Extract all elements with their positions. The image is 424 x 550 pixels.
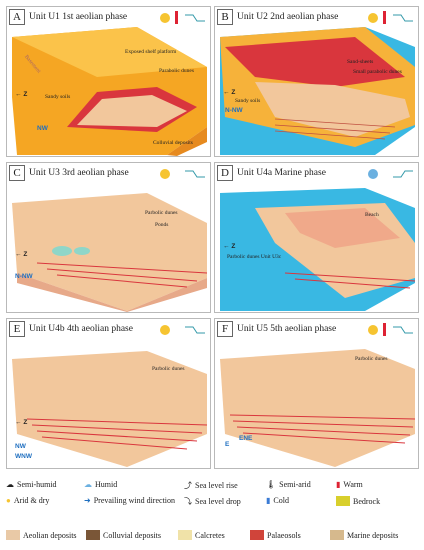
annotation: Sandy soils <box>45 94 71 100</box>
north-arrow-label: ← Z <box>223 243 236 250</box>
panel-c: C Unit U3 3rd aeolian phase Parbolic dune… <box>6 162 211 313</box>
climate-symbols <box>160 325 205 335</box>
annotation: Colluvial deposits <box>153 140 193 146</box>
legend-swatch <box>250 530 264 540</box>
legend-item: ⤴Sea level rise <box>184 481 238 490</box>
legend-item: Marine deposits <box>330 530 398 540</box>
panel-a: A Unit U1 1st aeolian phase Exposed shelf… <box>6 6 211 157</box>
block-diagram-d <box>220 188 416 311</box>
annotation: Sand-sheets <box>347 59 374 65</box>
annotation: Small parabolic dunes <box>353 69 402 75</box>
wind-arrow-label: N-NW <box>225 107 243 114</box>
annotation: Parbolic dunes <box>152 366 185 372</box>
panel-letter: F <box>217 321 233 337</box>
panel-letter: D <box>217 165 233 181</box>
wind-arrow-label: NW <box>37 125 48 132</box>
humid-icon: ☁ <box>84 480 92 489</box>
legend-item: ☁Humid <box>84 480 118 489</box>
annotation: Exposed shelf platform <box>125 49 177 55</box>
legend-item: Aeolian deposits <box>6 530 77 540</box>
legend-item: ●Arid & dry <box>6 496 50 505</box>
legend-swatch <box>86 530 100 540</box>
panel-title: Unit U1 1st aeolian phase <box>29 12 128 22</box>
cold-thermometer-icon: ▮ <box>266 496 271 505</box>
north-arrow-label: ← Z <box>223 89 236 96</box>
north-arrow-label: ← Z <box>15 91 28 98</box>
wind-arrow-label: N-NW <box>15 273 33 280</box>
legend-item: Calcretes <box>178 530 225 540</box>
legend-item: Bedrock <box>336 496 380 506</box>
climate-symbols <box>368 169 413 179</box>
wind-arrow-label: NW <box>15 443 26 450</box>
arid-icon: ● <box>6 496 11 505</box>
legend-swatch <box>330 530 344 540</box>
annotation: Beach <box>365 212 379 218</box>
legend-item: ➜Prevailing wind direction <box>84 496 176 505</box>
annotation: Parbolic dunes <box>355 356 388 362</box>
legend-swatch <box>6 530 20 540</box>
sea-level-rise-icon: ⤴ <box>184 481 192 490</box>
wind-arrow-label: ENE <box>239 435 253 442</box>
wind-arrow-label: E <box>225 441 230 448</box>
climate-symbols <box>160 169 205 179</box>
panel-b: B Unit U2 2nd aeolian phase Sand-sheets S… <box>214 6 419 157</box>
annotation: Parbolic dunes Unit U3c <box>227 254 282 260</box>
panel-f: F Unit U5 5th aeolian phase Parbolic dune… <box>214 318 419 469</box>
panel-title: Unit U4a Marine phase <box>237 168 326 178</box>
annotation: Parabolic dunes <box>159 68 194 74</box>
panel-letter: A <box>9 9 25 25</box>
legend-item: Colluvial deposits <box>86 530 161 540</box>
panel-letter: C <box>9 165 25 181</box>
climate-symbols <box>368 11 413 24</box>
north-arrow-label: ← Z <box>15 419 28 426</box>
panel-letter: B <box>217 9 233 25</box>
wind-arrow-label: WNW <box>15 453 32 460</box>
wind-arrow-icon: ➜ <box>84 496 91 505</box>
block-diagram-f <box>220 349 416 467</box>
semi-arid-icon: 🌡 <box>266 480 277 489</box>
sea-level-drop-icon: ⤵ <box>184 497 192 506</box>
north-arrow-label: ← Z <box>15 251 28 258</box>
panel-title: Unit U2 2nd aeolian phase <box>237 12 339 22</box>
warm-thermometer-icon: ▮ <box>336 480 341 489</box>
block-diagram-e <box>12 351 208 467</box>
panel-title: Unit U3 3rd aeolian phase <box>29 168 129 178</box>
semi-humid-icon: ☁ <box>6 480 14 489</box>
legend-swatch <box>178 530 192 540</box>
annotation: Sandy soils <box>235 98 261 104</box>
legend-item: Palaeosols <box>250 530 301 540</box>
block-diagram-a <box>12 27 207 156</box>
panel-title: Unit U4b 4th aeolian phase <box>29 324 133 334</box>
legend-item: ▮Cold <box>266 496 289 505</box>
legend-item: 🌡Semi-arid <box>266 480 311 489</box>
legend-item: ⤵Sea level drop <box>184 497 241 506</box>
legend-item: ☁Semi-humid <box>6 480 57 489</box>
block-diagram-c <box>12 193 208 312</box>
climate-symbols <box>160 11 205 24</box>
annotation: Ponds <box>155 222 169 228</box>
panel-letter: E <box>9 321 25 337</box>
climate-symbols <box>368 323 413 336</box>
legend-swatch <box>336 496 350 506</box>
block-diagram-b <box>220 27 415 155</box>
legend: ☁Semi-humid ☁Humid ⤴Sea level rise 🌡Semi… <box>0 476 424 550</box>
panel-e: E Unit U4b 4th aeolian phase Parbolic dun… <box>6 318 211 469</box>
panel-title: Unit U5 5th aeolian phase <box>237 324 337 334</box>
annotation: Parbolic dunes <box>145 210 178 216</box>
panel-d: D Unit U4a Marine phase Beach Parbolic du… <box>214 162 419 313</box>
legend-item: ▮Warm <box>336 480 363 489</box>
